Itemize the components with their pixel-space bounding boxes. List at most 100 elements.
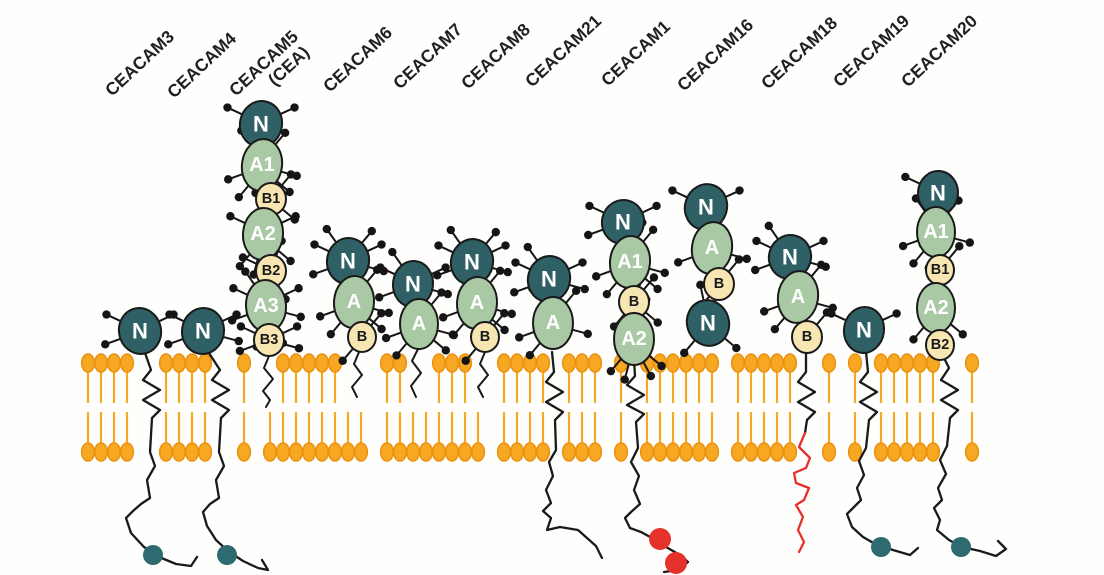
- protein-name-label-group: CEACAM18: [757, 12, 841, 92]
- glyco-stick: [281, 207, 294, 219]
- glyco-stick: [612, 357, 623, 370]
- lipid-head: [912, 353, 928, 373]
- lipid-head: [665, 442, 681, 462]
- glyco-dot: [606, 366, 616, 376]
- glyco-dot: [653, 284, 662, 294]
- domain-label: A: [791, 286, 805, 308]
- domain-label: N: [464, 250, 480, 275]
- glyco-dot: [449, 330, 459, 340]
- glyco-dot: [909, 335, 918, 344]
- glyco-stick: [949, 322, 962, 334]
- glyco-stick: [381, 290, 396, 298]
- domain-label: N: [253, 112, 269, 137]
- lipid-head: [561, 442, 577, 462]
- domain-B2: [925, 329, 955, 361]
- glyco-dot: [374, 293, 384, 302]
- glyco-dot: [958, 330, 968, 339]
- domain-label: A1: [617, 251, 643, 273]
- glyco-dot: [827, 309, 836, 318]
- glyco-dot: [735, 186, 744, 195]
- glyco-stick: [276, 249, 289, 260]
- glyco-dot: [680, 348, 689, 358]
- glyco-stick: [242, 344, 257, 351]
- glyco-dot: [955, 242, 964, 251]
- glyco-dot: [286, 256, 295, 266]
- domain-label: A2: [923, 297, 949, 319]
- tail-teal-dot: [871, 537, 891, 557]
- glyco-dot: [620, 375, 629, 384]
- glyco-stick: [816, 302, 831, 309]
- domain-B: [791, 320, 823, 354]
- glyco-stick: [590, 228, 605, 235]
- glyco-dot: [571, 286, 581, 296]
- lipid-head: [158, 353, 174, 373]
- glyco-dot: [514, 333, 524, 342]
- glyco-stick: [640, 206, 655, 215]
- lipid-head: [847, 442, 863, 462]
- gpi-anchor: [351, 351, 363, 398]
- itim-red-dot: [649, 528, 671, 550]
- lipid-head: [704, 353, 720, 373]
- glyco-dot: [742, 254, 751, 264]
- glyco-dot: [652, 201, 661, 211]
- glyco-dot: [376, 263, 385, 272]
- lipid-head: [418, 442, 434, 462]
- domain-label: N: [132, 319, 148, 344]
- glyco-dot: [892, 309, 901, 318]
- glyco-dot: [523, 242, 532, 252]
- glyco-dot: [286, 170, 296, 179]
- lipid-head: [587, 442, 603, 462]
- glyco-dot: [294, 284, 303, 293]
- glyco-dot: [280, 128, 290, 138]
- domain-label: A: [705, 237, 719, 259]
- domain-A: [399, 298, 439, 350]
- lipid-head: [275, 442, 291, 462]
- lipid-head: [522, 442, 538, 462]
- glyco-stick: [466, 347, 478, 360]
- glyco-stick: [234, 313, 249, 321]
- domain-label: A: [470, 292, 484, 314]
- lipid-head: [535, 353, 551, 373]
- protein-name-label: CEACAM8: [457, 19, 534, 93]
- glyco-dot: [525, 350, 535, 360]
- domain-label: N: [405, 272, 421, 297]
- glyco-dot: [223, 175, 233, 184]
- gpi-anchor: [410, 348, 422, 398]
- glyco-dot: [649, 273, 659, 282]
- lipid-head: [613, 442, 629, 462]
- lipid-head: [691, 353, 707, 373]
- lipid-head: [288, 442, 304, 462]
- glyco-stick: [648, 267, 663, 274]
- domain-label: A: [546, 312, 560, 334]
- glyco-stick: [758, 241, 773, 250]
- glyco-dot: [965, 238, 975, 247]
- domain-A: [532, 296, 574, 350]
- glyco-dot: [770, 324, 780, 334]
- glyco-stick: [807, 241, 822, 250]
- glyco-stick: [171, 314, 186, 323]
- domain-label: N: [541, 267, 557, 292]
- lipid-head: [106, 442, 122, 462]
- glyco-stick: [229, 107, 244, 116]
- lipid-head: [431, 353, 447, 373]
- glyco-dot: [591, 272, 601, 281]
- glyco-stick: [282, 288, 297, 297]
- glyco-dot: [511, 258, 520, 267]
- glyco-dot: [898, 241, 908, 251]
- lipid-head: [236, 442, 252, 462]
- protein-name-label-group: CEACAM7: [389, 19, 466, 93]
- glyco-dot: [392, 351, 401, 360]
- glyco-stick: [528, 248, 539, 262]
- glyco-dot: [381, 333, 391, 343]
- glyco-dot: [816, 260, 826, 270]
- glyco-dot: [315, 312, 325, 321]
- lipid-head: [379, 442, 395, 462]
- glyco-dot: [580, 284, 589, 294]
- lipid-head: [80, 353, 96, 373]
- lipid-head: [964, 353, 980, 373]
- glyco-dot: [165, 310, 174, 319]
- glyco-stick: [107, 337, 122, 345]
- glyco-dot: [734, 255, 744, 264]
- glyco-dot: [909, 259, 918, 268]
